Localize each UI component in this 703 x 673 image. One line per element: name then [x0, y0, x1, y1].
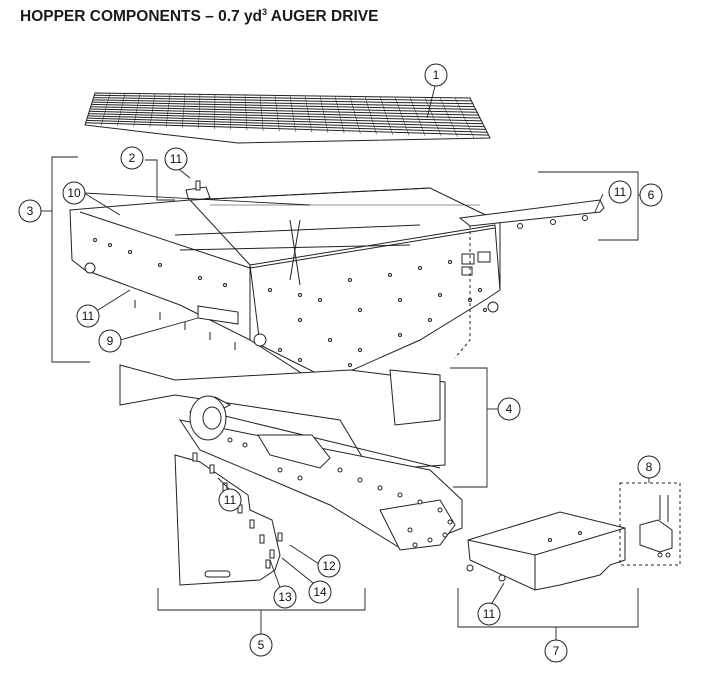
callout-circle [120, 146, 144, 170]
tray-part [466, 511, 626, 591]
callout-label: 1 [433, 68, 440, 82]
callout-circle [308, 580, 332, 604]
callout-circle [608, 180, 632, 204]
callout-label: 11 [483, 607, 496, 621]
callout-label: 13 [278, 590, 292, 604]
callout-circle [477, 602, 501, 626]
grate-part [84, 92, 491, 144]
callout-label: 14 [313, 585, 327, 599]
callout-circle [18, 199, 42, 223]
callout-label: 11 [170, 152, 183, 166]
callout-5: 5 [249, 633, 273, 657]
callout-label: 11 [224, 493, 237, 507]
callout-circle [639, 183, 663, 207]
callout-11d: 11 [218, 488, 242, 512]
callout-label: 6 [648, 188, 655, 202]
page-title: HOPPER COMPONENTS – 0.7 yd3 AUGER DRIVE [20, 6, 379, 25]
auger-trough-part [119, 364, 463, 551]
hinge-part [619, 482, 681, 566]
callout-circle [497, 397, 521, 421]
callout-label: 10 [67, 186, 81, 200]
callout-label: 2 [129, 151, 136, 165]
callout-1: 1 [424, 63, 448, 87]
callout-label: 11 [614, 185, 627, 199]
callout-label: 7 [553, 644, 560, 658]
callout-12: 12 [317, 554, 341, 578]
callout-label: 8 [646, 460, 653, 474]
hopper-body-part [69, 187, 501, 386]
callout-label: 9 [107, 334, 114, 348]
callout-11e: 11 [477, 602, 501, 626]
callout-14: 14 [308, 580, 332, 604]
side-plate-part [174, 452, 283, 586]
callout-circle [544, 639, 568, 663]
callout-8: 8 [637, 455, 661, 479]
callout-label: 12 [322, 559, 336, 573]
callout-circle [218, 488, 242, 512]
callout-circle [76, 304, 100, 328]
callout-circle [98, 329, 122, 353]
callout-9: 9 [98, 329, 122, 353]
callout-circle [424, 63, 448, 87]
callout-circle [249, 633, 273, 657]
callout-circle [273, 585, 297, 609]
callout-10: 10 [62, 181, 86, 205]
callout-6: 6 [639, 183, 663, 207]
callout-11a: 11 [164, 147, 188, 171]
callout-3: 3 [18, 199, 42, 223]
callout-circle [637, 455, 661, 479]
callout-7: 7 [544, 639, 568, 663]
callout-13: 13 [273, 585, 297, 609]
lip-part [458, 199, 605, 229]
callout-brackets [40, 156, 650, 640]
callout-label: 11 [82, 309, 95, 323]
callout-circle [62, 181, 86, 205]
callout-circle [164, 147, 188, 171]
callout-2: 2 [120, 146, 144, 170]
callout-11c: 11 [76, 304, 100, 328]
callout-label: 3 [27, 204, 34, 218]
callout-4: 4 [497, 397, 521, 421]
label-plate-part [197, 305, 239, 325]
callout-11b: 11 [608, 180, 632, 204]
bracket-part [185, 180, 211, 202]
callout-label: 4 [506, 402, 513, 416]
callout-label: 5 [258, 638, 265, 652]
callout-circle [317, 554, 341, 578]
